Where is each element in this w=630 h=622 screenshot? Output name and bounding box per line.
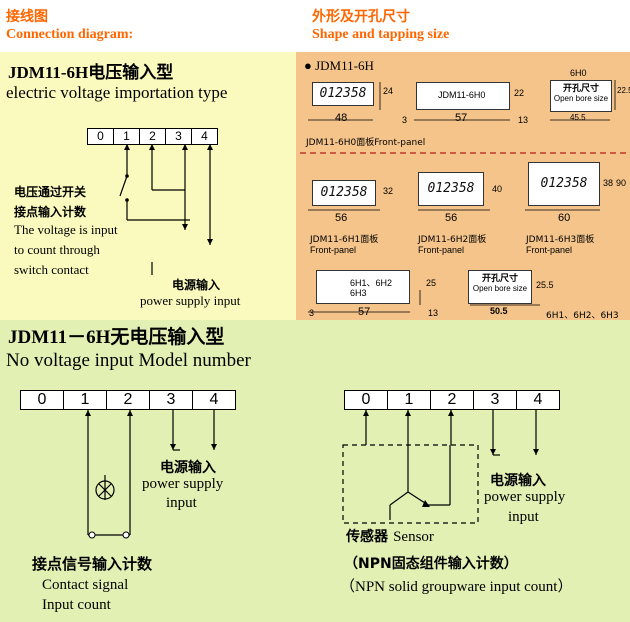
- shape-size-title-en: Shape and tapping size: [312, 27, 450, 42]
- side-view-h123: [316, 270, 410, 304]
- model-name: JDM11-6H: [315, 58, 374, 73]
- switch-label-cn-1: 电压通过开关: [14, 185, 87, 199]
- side-rear: 13: [428, 308, 439, 318]
- h3-caption-1: JDM11-6H3面板: [526, 235, 595, 245]
- connection-diagram-title-en: Connection diagram:: [6, 27, 134, 42]
- contact-power-cn: 电源输入: [160, 460, 216, 476]
- cutout-h0-title: 6H0: [570, 68, 587, 78]
- contact-signal-en-1: Contact signal: [42, 577, 129, 593]
- sensor-power-en-2: input: [508, 509, 539, 525]
- switch-label-en-3: switch contact: [14, 262, 89, 277]
- h2-width: 56: [445, 212, 458, 224]
- switch-label-cn-2: 接点输入计数: [14, 205, 87, 219]
- h0-depth-front: 3: [402, 115, 408, 125]
- h2-caption-2: Front-panel: [418, 245, 465, 255]
- terminal: 1: [63, 390, 106, 410]
- side-label-1: 6H1、6H2: [350, 278, 393, 288]
- sensor-label-cn: 传感器: [346, 529, 388, 545]
- npn-label-en: （NPN solid groupware input count）: [340, 579, 573, 595]
- sensor-label: 传感器 Sensor: [346, 526, 434, 546]
- cutout-label-cn: 开孔尺寸: [562, 84, 599, 94]
- terminal: 0: [344, 390, 387, 410]
- power-input-en: power supply input: [140, 293, 241, 308]
- voltage-input-panel: [0, 52, 296, 320]
- sensor-power-cn: 电源输入: [490, 473, 546, 489]
- lamp-icon: [95, 480, 115, 500]
- terminal: 0: [87, 128, 113, 145]
- switch-label-en-1: The voltage is input: [14, 222, 118, 237]
- npn-label-cn: （NPN固态组件输入计数）: [344, 556, 518, 572]
- h2-height: 40: [492, 184, 503, 194]
- no-voltage-panel: [0, 320, 630, 622]
- h0-caption: JDM11-6H0面板Front-panel: [306, 138, 426, 148]
- h3-height-outer: 90: [616, 178, 627, 188]
- cutout2-height: 25.5: [536, 280, 554, 290]
- power-input-cn: 电源输入: [172, 278, 221, 292]
- cutout2-models: 6H1、6H2、6H3: [546, 311, 619, 321]
- terminal: 4: [192, 390, 236, 410]
- terminal-block-voltage: 0 1 2 3 4: [87, 128, 218, 145]
- terminal: 4: [191, 128, 218, 145]
- cutout2-width: 50.5: [490, 306, 508, 316]
- terminal: 3: [149, 390, 192, 410]
- contact-power-en-2: input: [166, 495, 197, 511]
- cutout-h0-width: 45.5: [570, 113, 586, 122]
- shape-size-title-cn: 外形及开孔尺寸: [312, 9, 410, 25]
- no-voltage-title: JDM11－6H无电压输入型: [8, 327, 225, 348]
- h1-height: 32: [383, 186, 394, 196]
- h0-side-height: 22: [514, 88, 525, 98]
- terminal: 2: [430, 390, 473, 410]
- terminal: 1: [113, 128, 139, 145]
- h1-caption-2: Front-panel: [310, 245, 357, 255]
- h2-front-display: 012358: [418, 172, 484, 206]
- cutout-h0-height: 22.5: [617, 86, 630, 95]
- h0-depth: 57: [455, 112, 468, 124]
- voltage-type-title: JDM11-6H电压输入型: [8, 63, 174, 82]
- cutout2-label-en: Open bore size: [472, 284, 528, 293]
- cutout-label-en: Open bore size: [553, 94, 609, 103]
- connection-diagram-title-cn: 接线图: [6, 9, 48, 25]
- side-height: 25: [426, 278, 437, 288]
- terminal: 3: [165, 128, 191, 145]
- sensor-label-en: Sensor: [393, 529, 434, 545]
- h2-caption-1: JDM11-6H2面板: [418, 235, 487, 245]
- contact-power-en-1: power supply: [142, 476, 224, 492]
- h0-width-dim: 48: [335, 112, 348, 124]
- terminal-block-sensor: 0 1 2 3 4: [344, 390, 560, 410]
- h1-width: 56: [335, 212, 348, 224]
- terminal: 1: [387, 390, 430, 410]
- h3-height-inner: 38: [603, 178, 614, 188]
- h0-depth-rear: 13: [518, 115, 529, 125]
- sensor-power-en-1: power supply: [484, 489, 566, 505]
- h0-height-dim: 24: [383, 86, 394, 96]
- h1-caption-1: JDM11-6H1面板: [310, 235, 379, 245]
- side-depth: 57: [358, 306, 371, 318]
- cutout2-box: 开孔尺寸 Open bore size: [468, 270, 532, 304]
- cutout2-label-cn: 开孔尺寸: [481, 274, 518, 284]
- contact-signal-en-2: Input count: [42, 597, 111, 613]
- no-voltage-subtitle: No voltage input Model number: [6, 350, 251, 371]
- side-label-2: 6H3: [350, 288, 367, 298]
- h0-side-view: [416, 82, 510, 110]
- h3-front-display: 012358: [528, 162, 600, 206]
- terminal-block-contact: 0 1 2 3 4: [20, 390, 236, 410]
- terminal: 2: [106, 390, 149, 410]
- terminal: 0: [20, 390, 63, 410]
- contact-signal-cn: 接点信号输入计数: [32, 555, 153, 573]
- sensor-box: [342, 444, 479, 524]
- terminal: 3: [473, 390, 516, 410]
- model-heading: ● JDM11-6H: [304, 58, 374, 73]
- h3-caption-2: Front-panel: [526, 245, 573, 255]
- h0-side-label: JDM11-6H0: [438, 90, 486, 100]
- h3-width: 60: [558, 212, 571, 224]
- side-front: 3: [309, 308, 315, 318]
- voltage-type-subtitle: electric voltage importation type: [6, 83, 228, 102]
- h0-front-display: 012358: [312, 82, 374, 106]
- cutout-h0-box: 开孔尺寸 Open bore size: [550, 80, 612, 112]
- h1-front-display: 012358: [312, 180, 376, 206]
- terminal: 4: [516, 390, 560, 410]
- switch-label-en-2: to count through: [14, 242, 100, 257]
